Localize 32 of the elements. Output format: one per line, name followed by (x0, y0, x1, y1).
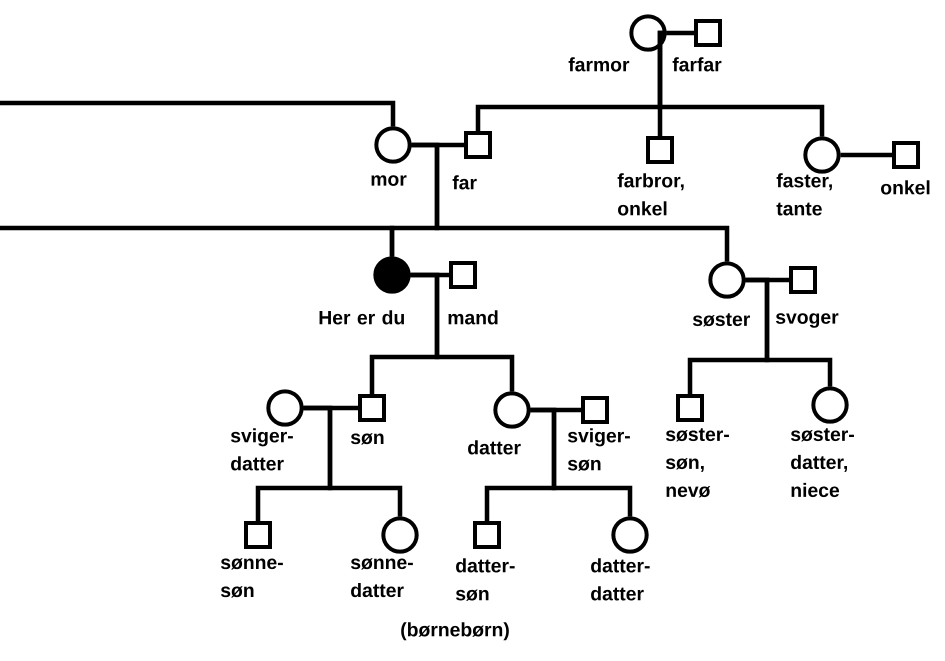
person-label: søn (350, 433, 384, 444)
connector-line (410, 272, 514, 392)
person-label: onkel (881, 180, 930, 194)
person-label: farfar (672, 57, 722, 72)
connector-line (530, 408, 632, 516)
person-label: mor (372, 175, 406, 186)
person-label: datter- datter (591, 558, 650, 600)
person-label: søster- søn, nevø (666, 428, 729, 498)
person-label: far (452, 175, 477, 190)
connector-line (304, 406, 402, 516)
person-label: farbror, onkel (618, 173, 684, 216)
connector-line (0, 226, 394, 256)
person-label: sønne- datter (350, 558, 413, 598)
person-label: sønne- søn (220, 558, 283, 598)
person-label: Her er du (320, 310, 404, 324)
connector-line (0, 100, 396, 126)
person-label: sviger- datter (230, 428, 293, 470)
connector-line (412, 142, 730, 262)
connector-line (658, 30, 824, 136)
person-label: søster- datter, niece (790, 428, 854, 498)
person-label: svoger (776, 313, 838, 328)
connector-line (746, 278, 832, 386)
person-label: søster (692, 313, 750, 326)
connector-line (666, 30, 694, 36)
connector-line (840, 152, 892, 158)
person-label: datter (468, 440, 521, 454)
person-label: datter- søn (456, 558, 515, 601)
person-label: sviger- søn (568, 428, 630, 471)
person-label: mand (448, 310, 498, 324)
caption-label: (børnebørn) (401, 622, 509, 640)
person-label: farmor (568, 57, 630, 72)
person-label: faster, tante (776, 173, 832, 216)
